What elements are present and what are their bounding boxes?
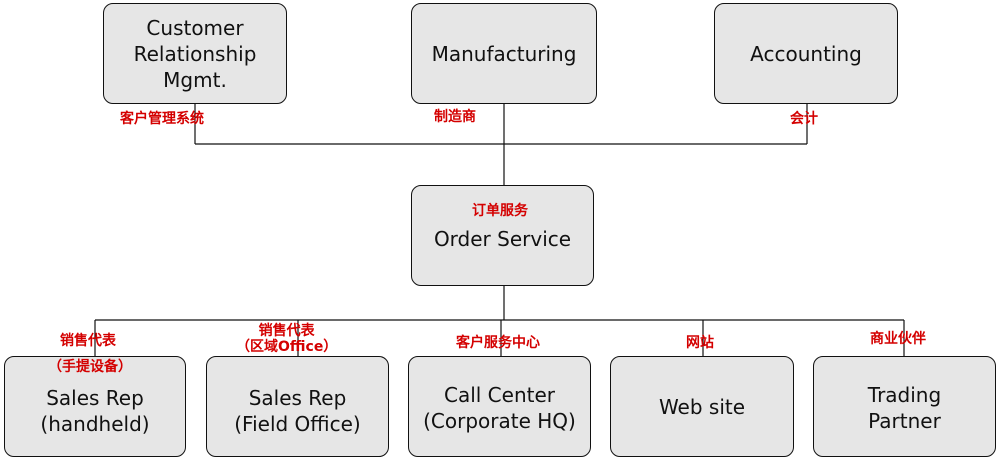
node-accounting: Accounting (714, 3, 898, 104)
node-trading-partner: Trading Partner (813, 356, 996, 457)
annotation-website: 网站 (686, 335, 714, 351)
node-accounting-label: Accounting (750, 41, 862, 66)
node-manufacturing-label: Manufacturing (431, 41, 577, 66)
annotation-salesrep-handheld: 销售代表 (60, 333, 116, 349)
node-salesrep-field: Sales Rep (Field Office) (206, 356, 389, 457)
node-order-service: Order Service (411, 185, 594, 286)
annotation-salesrep-handheld-device: （手提设备） (48, 359, 132, 375)
annotation-accounting: 会计 (790, 111, 818, 127)
node-call-center-label: Call Center (Corporate HQ) (423, 382, 576, 433)
annotation-call-center: 客户服务中心 (456, 335, 540, 351)
annotation-crm: 客户管理系统 (120, 111, 204, 127)
node-salesrep-field-label: Sales Rep (Field Office) (234, 385, 361, 436)
annotation-salesrep-field: 销售代表 （区域Office） (236, 323, 338, 355)
annotation-manufacturing: 制造商 (434, 109, 476, 125)
annotation-order-service: 订单服务 (472, 203, 528, 219)
node-call-center: Call Center (Corporate HQ) (408, 356, 591, 457)
node-crm: Customer Relationship Mgmt. (103, 3, 287, 104)
node-website-label: Web site (658, 394, 746, 419)
node-salesrep-handheld: Sales Rep (handheld) (4, 356, 186, 457)
node-order-service-label: Order Service (433, 226, 572, 251)
node-salesrep-handheld-label: Sales Rep (handheld) (40, 385, 150, 436)
node-manufacturing: Manufacturing (411, 3, 597, 104)
node-trading-partner-label: Trading Partner (867, 382, 942, 433)
node-crm-label: Customer Relationship Mgmt. (133, 15, 257, 92)
annotation-trading-partner: 商业伙伴 (870, 331, 926, 347)
node-website: Web site (610, 356, 794, 457)
